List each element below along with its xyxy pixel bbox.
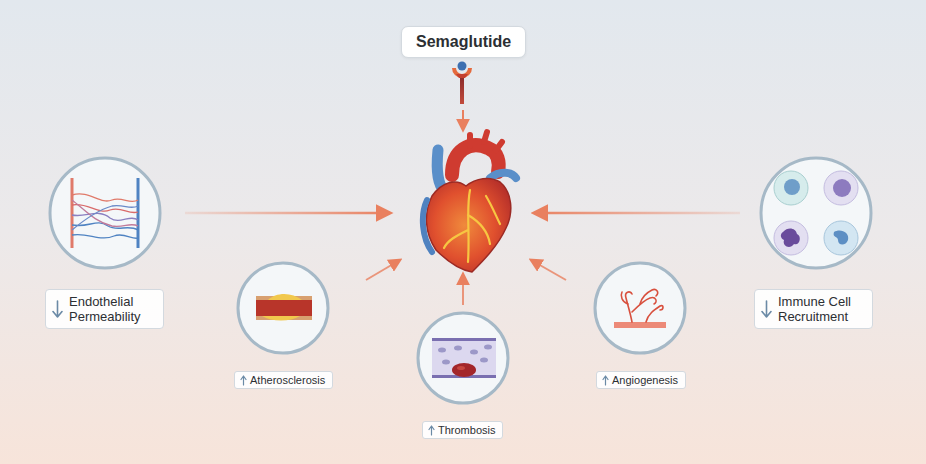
label-text: Semaglutide: [416, 33, 511, 51]
effect-label: Atherosclerosis: [234, 371, 333, 389]
increase-arrow: [240, 375, 247, 386]
label-text: Angiogenesis: [612, 374, 678, 386]
decrease-arrow: [52, 300, 63, 318]
decrease-arrow: [761, 300, 772, 318]
label-text: Immune Cell Recruitment: [778, 294, 864, 324]
arrow: [462, 110, 464, 130]
endothelium-icon: [50, 158, 160, 268]
thrombosis-icon: [418, 313, 508, 403]
atherosclerosis-icon: [238, 263, 328, 353]
heart-illustration: [423, 132, 516, 272]
immune-cells-icon: [761, 158, 871, 268]
effect-label: Endothelial Permeability: [45, 289, 164, 329]
label-text: Atherosclerosis: [250, 374, 325, 386]
receptor-icon: [452, 62, 472, 105]
effect-label: Thrombosis: [422, 421, 503, 439]
label-text: Endothelial Permeability: [69, 294, 155, 324]
drug-name-box: Semaglutide: [401, 26, 526, 58]
label-text: Thrombosis: [438, 424, 495, 436]
effect-label: Angiogenesis: [596, 371, 686, 389]
increase-arrow: [602, 375, 609, 386]
effect-label: Immune Cell Recruitment: [754, 289, 873, 329]
angiogenesis-icon: [595, 263, 685, 353]
increase-arrow: [428, 425, 435, 436]
